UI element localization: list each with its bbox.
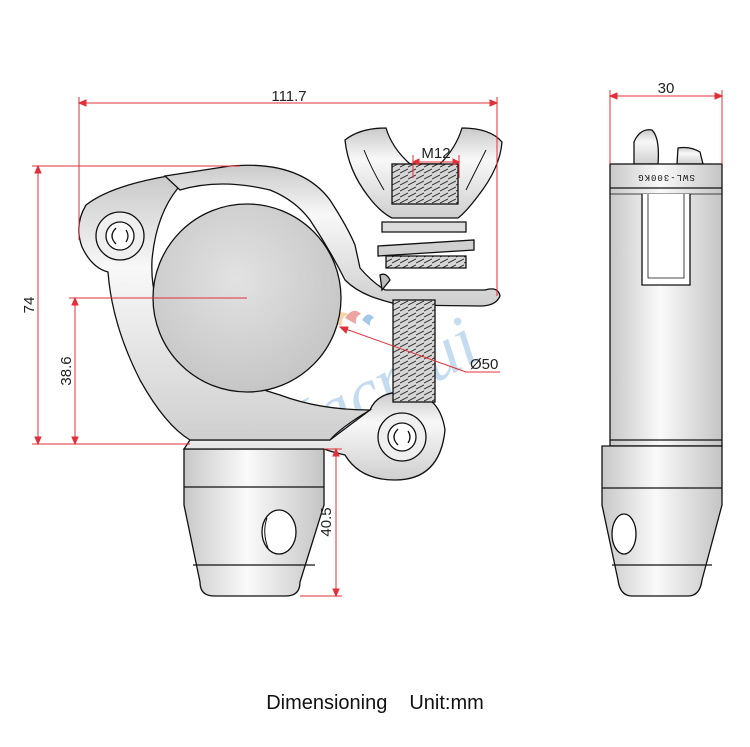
side-spigot-hole <box>611 513 637 555</box>
dim-center-height: 38.6 <box>58 356 75 385</box>
spigot-hole <box>261 509 297 555</box>
side-engraving: SWL-300KG <box>637 172 695 182</box>
clamp-side-view: SWL-300KG <box>601 129 723 597</box>
spigot <box>183 448 325 597</box>
lower-hinge-pin <box>377 412 427 462</box>
upper-hinge-pin <box>95 211 145 261</box>
wing-nut <box>344 127 503 219</box>
dim-side-width: 30 <box>658 80 675 97</box>
dim-overall-height: 74 <box>21 297 38 314</box>
dim-thread: M12 <box>421 145 450 162</box>
dim-tube-diameter: Ø50 <box>470 356 498 373</box>
dimension-labels: 111.7 30 M12 74 38.6 40.5 Ø50 <box>21 80 674 537</box>
dim-overall-width: 111.7 <box>271 88 306 105</box>
washer-lower <box>377 239 475 257</box>
washer-upper <box>381 221 467 233</box>
dimension-lines <box>32 90 724 598</box>
dim-spigot-height: 40.5 <box>318 507 335 536</box>
caption: Dimensioning Unit:mm <box>0 692 750 715</box>
bolt-thread <box>392 299 436 403</box>
caption-unit: Unit:mm <box>409 692 484 714</box>
caption-title: Dimensioning <box>266 692 388 714</box>
